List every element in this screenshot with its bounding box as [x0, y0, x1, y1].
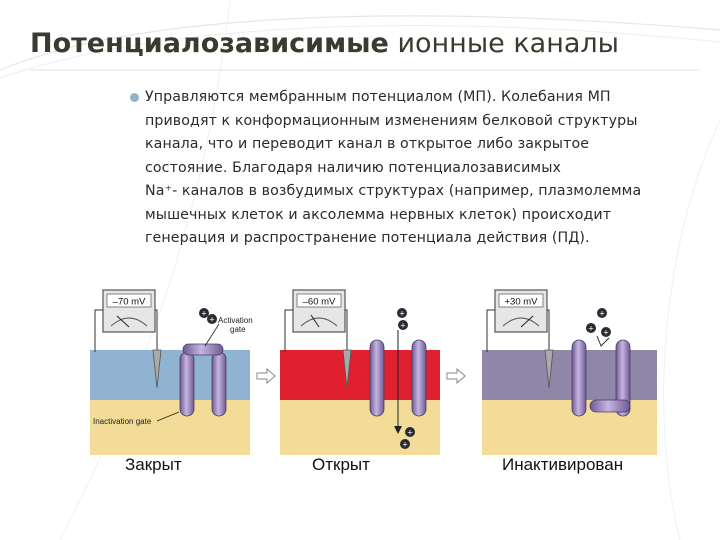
electrode-wire [284, 309, 293, 352]
panel-inactivated: +30 mV + + + [482, 289, 657, 455]
channel-subunit [571, 339, 587, 417]
voltmeter-reading: –70 mV [113, 297, 146, 308]
inactivation-gate-label: Inactivation gate [93, 417, 152, 426]
ion-sign: + [603, 328, 608, 338]
extracellular-region [482, 350, 657, 400]
label-pointer [156, 411, 180, 422]
channel-subunit [369, 339, 385, 417]
ion-sign: + [402, 440, 407, 450]
voltmeter-reading: –60 mV [303, 297, 336, 308]
ion-sign: + [399, 309, 404, 319]
transition-arrow [446, 367, 466, 385]
ion-icon [597, 308, 607, 318]
bullet-line: генерация и распространение потенциала д… [145, 230, 590, 246]
bullet-line: Управляются мембранным потенциалом (МП).… [145, 89, 611, 105]
bullet-line: приводят к конформационным изменениям бе… [145, 112, 638, 129]
ion-deflect-arrow [596, 335, 610, 347]
bullet-icon [130, 93, 139, 102]
cytoplasm-region [482, 400, 657, 455]
activation-gate-label: Activation [218, 316, 253, 325]
ion-icon [199, 308, 209, 318]
voltmeter-dial [300, 317, 338, 327]
bullet-line: канала, что и переводит канал в открытое… [145, 136, 590, 152]
caption-inactivated: Инактивирован [502, 455, 624, 474]
page-title: Потенциалозависимые ионные каналы [30, 28, 619, 59]
ion-sign: + [599, 309, 604, 319]
panel-open: –60 mV + + + + [280, 289, 440, 455]
ion-flow-arrowhead [394, 426, 402, 434]
electrode-wire [547, 309, 550, 352]
ion-icon [586, 323, 596, 333]
ion-sign: + [407, 428, 412, 438]
ion-icon [601, 327, 611, 337]
voltmeter-display [296, 293, 342, 308]
bullet-line: мышечных клеток и аксолемма нервных клет… [145, 206, 612, 223]
ion-sign: + [400, 321, 405, 331]
channel-states-figure: –70 mV + + Activation gate Inactivation … [90, 289, 657, 455]
channel-subunit [411, 339, 427, 417]
panel-closed: –70 mV + + Activation gate Inactivation … [90, 289, 253, 455]
caption-closed: Закрыт [125, 455, 182, 474]
ion-sign: + [201, 309, 206, 319]
bullet-line: состояние. Благодаря наличию потенциалоз… [145, 159, 561, 176]
ion-sign: + [588, 324, 593, 334]
voltmeter-reading: +30 mV [504, 297, 538, 308]
electrode-tip [342, 349, 352, 389]
voltmeter-display [498, 293, 544, 308]
ion-icon [397, 308, 407, 318]
ion-sign: + [209, 315, 214, 325]
voltmeter-needle [310, 314, 320, 328]
activation-gate-label: gate [230, 325, 246, 334]
electrode-tip [544, 349, 554, 389]
bullet-line: Na⁺- каналов в возбудимых структурах (на… [145, 183, 642, 199]
title-regular-part: ионные каналы [388, 28, 619, 59]
voltmeter-needle [116, 315, 130, 328]
transition-arrow [256, 367, 276, 385]
voltmeter-display [106, 293, 152, 308]
channel-subunit [615, 339, 631, 417]
title-bold-part: Потенциалозависимые [30, 28, 389, 59]
channel-subunit [211, 351, 227, 417]
voltmeter-dial [502, 317, 540, 327]
inactivation-gate [589, 399, 631, 413]
electrode-wire [486, 309, 495, 352]
electrode-wire [94, 309, 103, 352]
ion-icon [398, 320, 408, 330]
electrode-wire [345, 309, 348, 352]
electrode-wire [155, 309, 158, 352]
activation-gate [182, 343, 224, 356]
caption-open: Открыт [312, 455, 370, 474]
ion-icon [207, 314, 217, 324]
label-pointer [204, 323, 220, 347]
electrode-tip [152, 349, 162, 389]
voltmeter-needle [520, 315, 534, 328]
channel-subunit [179, 351, 195, 417]
bullet-paragraph: Управляются мембранным потенциалом (МП).… [145, 86, 700, 251]
voltmeter-dial [110, 317, 148, 327]
ion-icon [400, 439, 410, 449]
ion-icon [405, 427, 415, 437]
